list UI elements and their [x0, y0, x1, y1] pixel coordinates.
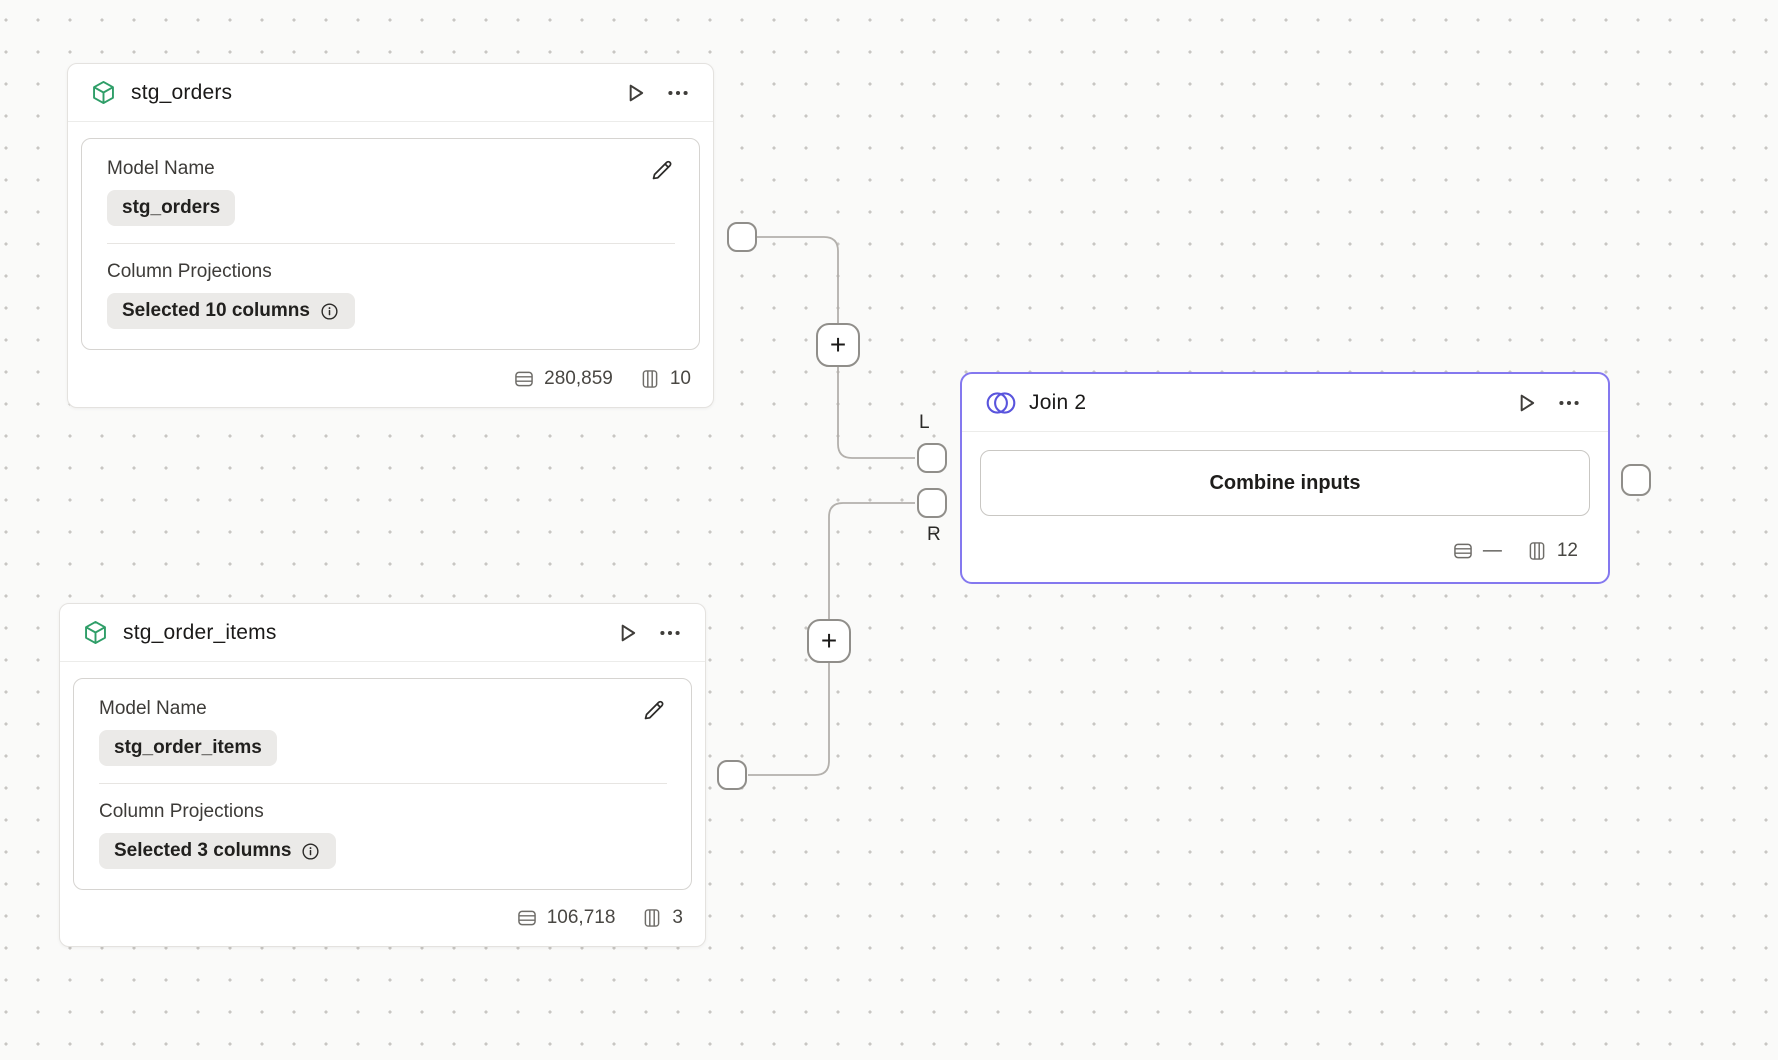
- column-count-stat: 12: [1526, 540, 1578, 562]
- column-count-value: 12: [1556, 540, 1578, 561]
- column-projections-label: Column Projections: [99, 801, 264, 822]
- node-footer: 280,859 10: [68, 350, 713, 407]
- divider: [962, 431, 1608, 432]
- node-title: stg_order_items: [123, 620, 277, 644]
- join-right-input-port[interactable]: [917, 488, 947, 518]
- output-port-stg-orders[interactable]: [727, 222, 757, 252]
- column-projections-chip[interactable]: Selected 10 columns: [107, 293, 355, 329]
- join-left-input-port[interactable]: [917, 443, 947, 473]
- divider: [107, 243, 675, 244]
- rows-icon: [1454, 543, 1472, 559]
- divider: [99, 783, 667, 784]
- model-name-label: Model Name: [107, 158, 215, 179]
- column-projections-value: Selected 10 columns: [122, 300, 310, 321]
- node-title: stg_orders: [131, 80, 233, 104]
- run-node-button[interactable]: [620, 78, 650, 108]
- left-input-label: L: [919, 412, 930, 433]
- info-icon[interactable]: [300, 841, 321, 862]
- columns-icon: [642, 369, 658, 388]
- model-name-chip: stg_orders: [107, 190, 236, 226]
- column-projections-value: Selected 3 columns: [114, 840, 292, 861]
- model-name-value: stg_order_items: [114, 737, 262, 758]
- add-step-button-edge-2[interactable]: +: [807, 619, 851, 663]
- node-stg-orders[interactable]: stg_orders Model Name stg_orders Column …: [67, 63, 714, 408]
- row-count-stat: 106,718: [516, 907, 616, 929]
- model-config-card: Model Name stg_order_items Column Projec…: [73, 678, 692, 890]
- row-count-value: 280,859: [544, 367, 613, 389]
- model-name-value: stg_orders: [122, 197, 221, 218]
- column-projections-label: Column Projections: [107, 261, 272, 282]
- node-header: stg_order_items: [60, 604, 705, 661]
- columns-icon: [1529, 542, 1545, 560]
- row-count-value: 106,718: [546, 907, 616, 928]
- node-title: Join 2: [1029, 390, 1087, 414]
- column-projections-chip[interactable]: Selected 3 columns: [99, 833, 337, 869]
- combine-inputs-button[interactable]: Combine inputs: [980, 450, 1590, 516]
- join-output-port[interactable]: [1621, 464, 1651, 496]
- divider: [68, 121, 713, 122]
- node-join-2[interactable]: Join 2 Combine inputs — 12: [960, 372, 1610, 584]
- run-node-button[interactable]: [1511, 388, 1541, 418]
- column-count-stat: 10: [639, 368, 691, 390]
- node-menu-button[interactable]: [1554, 388, 1584, 418]
- edit-pencil-icon[interactable]: [647, 155, 677, 185]
- model-config-card: Model Name stg_orders Column Projections…: [81, 138, 700, 350]
- node-header: Join 2: [962, 374, 1608, 431]
- rows-icon: [517, 910, 536, 926]
- node-stg-order-items[interactable]: stg_order_items Model Name stg_order_ite…: [59, 603, 706, 947]
- rows-icon: [515, 371, 533, 386]
- output-port-stg-order-items[interactable]: [717, 760, 747, 790]
- model-cube-icon: [80, 618, 110, 648]
- info-icon[interactable]: [319, 301, 340, 322]
- model-name-chip: stg_order_items: [99, 730, 277, 766]
- right-input-label: R: [927, 524, 941, 545]
- column-count-value: 10: [669, 367, 691, 389]
- row-count-value: —: [1482, 540, 1502, 561]
- model-cube-icon: [88, 78, 118, 108]
- model-name-label: Model Name: [99, 698, 207, 719]
- join-venn-icon: [986, 388, 1016, 418]
- node-footer: — 12: [962, 516, 1608, 582]
- edit-pencil-icon[interactable]: [639, 695, 669, 725]
- node-menu-button[interactable]: [663, 78, 693, 108]
- column-count-value: 3: [672, 907, 683, 928]
- add-step-button-edge-1[interactable]: +: [816, 323, 860, 367]
- node-header: stg_orders: [68, 64, 713, 121]
- divider: [60, 661, 705, 662]
- run-node-button[interactable]: [612, 618, 642, 648]
- column-count-stat: 3: [641, 907, 683, 929]
- columns-icon: [645, 909, 660, 927]
- node-footer: 106,718 3: [60, 890, 705, 946]
- row-count-stat: —: [1452, 540, 1502, 562]
- row-count-stat: 280,859: [513, 368, 613, 390]
- node-menu-button[interactable]: [655, 618, 685, 648]
